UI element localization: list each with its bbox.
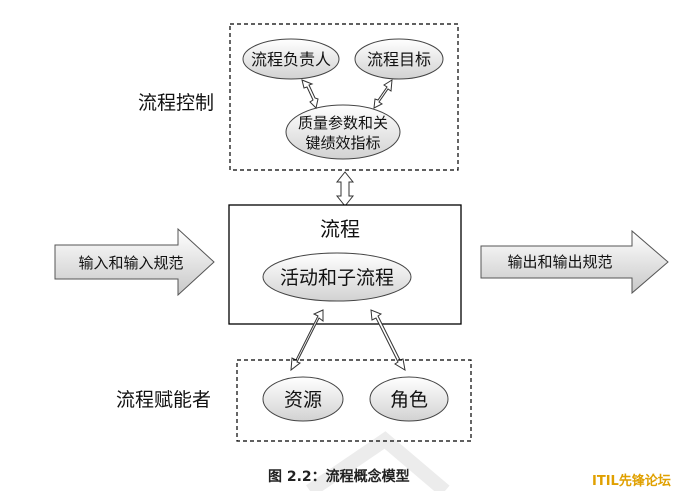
owner-text: 流程负责人: [251, 50, 331, 69]
watermark-chevron: [306, 431, 450, 491]
kpi-text-line1: 质量参数和关: [298, 114, 388, 132]
output-arrow: [480, 229, 669, 295]
enablers-box: [236, 359, 472, 442]
figure-caption: 图 2.2：流程概念模型: [268, 469, 410, 485]
process-resources-arrow: [290, 309, 324, 372]
activities-text: 活动和子流程: [280, 267, 394, 289]
kpi-ellipse: [285, 104, 401, 160]
goal-kpi-arrow: [373, 79, 393, 109]
input-arrow: [54, 227, 215, 297]
process-title: 流程: [320, 217, 360, 241]
enablers-label: 流程赋能者: [116, 389, 212, 411]
input-label: 输入和输入规范: [78, 254, 183, 272]
resources-text: 资源: [284, 389, 322, 411]
goal-text: 流程目标: [367, 50, 431, 69]
control-process-arrow: [335, 171, 355, 207]
roles-text: 角色: [390, 389, 428, 411]
process-roles-arrow: [370, 309, 406, 371]
resources-ellipse: [262, 376, 344, 422]
goal-ellipse: [354, 38, 444, 80]
activities-ellipse: [262, 252, 412, 302]
roles-ellipse: [369, 376, 449, 422]
owner-ellipse: [242, 38, 340, 80]
forum-watermark: ITIL先锋论坛: [592, 474, 671, 489]
owner-kpi-arrow: [301, 79, 319, 109]
output-label: 输出和输出规范: [507, 253, 612, 271]
control-box: [229, 23, 459, 171]
control-label: 流程控制: [138, 92, 215, 114]
kpi-text-line2: 键绩效指标: [305, 134, 380, 152]
